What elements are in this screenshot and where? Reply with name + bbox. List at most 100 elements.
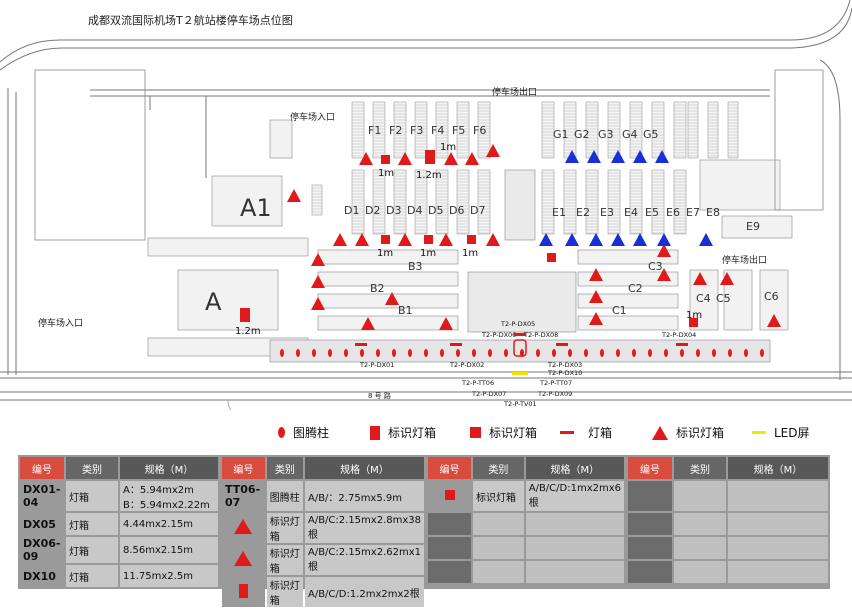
zone-D1: D1 xyxy=(344,204,359,217)
row-code: DX01-04 xyxy=(20,481,64,511)
zone-F5: F5 xyxy=(452,124,465,137)
empty-cell xyxy=(473,513,524,535)
triangle-marker xyxy=(589,268,603,281)
empty-cell xyxy=(525,561,624,583)
zone-D4: D4 xyxy=(407,204,422,217)
legend-item: 标识灯箱 xyxy=(652,424,724,441)
parking-strip xyxy=(607,169,621,235)
zone-A: A xyxy=(205,288,222,316)
totem-marker xyxy=(760,349,764,357)
zone-F1: F1 xyxy=(368,124,381,137)
zone-G5: G5 xyxy=(643,128,659,141)
point-code: T2-P-DX08 xyxy=(523,331,558,339)
zone-F6: F6 xyxy=(473,124,486,137)
totem-marker xyxy=(504,349,508,357)
totem-marker xyxy=(696,349,700,357)
zone-G3: G3 xyxy=(598,128,614,141)
empty-cell xyxy=(728,481,828,511)
zone-C4: C4 xyxy=(696,292,711,305)
totem-marker xyxy=(296,349,300,357)
parking-strip xyxy=(651,169,665,235)
square-marker xyxy=(425,150,435,164)
legend-item: LED屏 xyxy=(752,424,810,441)
totem-marker xyxy=(600,349,604,357)
parking-strip xyxy=(727,101,739,159)
empty-cell xyxy=(674,513,726,535)
parking-strip xyxy=(629,169,643,235)
zone-A1: A1 xyxy=(240,194,272,222)
totem-marker xyxy=(392,349,396,357)
triangle-marker xyxy=(699,233,713,246)
triangle-marker xyxy=(361,317,375,330)
zone-C3: C3 xyxy=(648,260,663,273)
legend-label: 图腾柱 xyxy=(293,426,330,440)
dash-marker xyxy=(355,343,367,346)
legend-label: 标识灯箱 xyxy=(489,426,538,440)
zone-G4: G4 xyxy=(622,128,638,141)
row-spec: 4.44mx2.15m xyxy=(120,513,218,535)
dash-marker xyxy=(450,343,462,346)
parking-strip xyxy=(563,169,577,235)
parking-strip xyxy=(477,169,491,235)
triangle-icon xyxy=(234,551,253,566)
row-type: 标识灯箱 xyxy=(266,577,303,607)
row-type: 图腾柱 xyxy=(266,481,303,511)
parking-strips xyxy=(311,101,739,235)
zone-C2: C2 xyxy=(628,282,643,295)
triangle-marker xyxy=(633,150,647,163)
triangle-marker xyxy=(589,290,603,303)
square-icon xyxy=(444,489,455,500)
exit-label: 停车场出口 xyxy=(492,86,537,98)
parking-site-plan: A1 A B3 B2 B1 F1 F2 F3 F4 F5 F6 D1 D2 D3… xyxy=(0,0,852,410)
point-code-labels: T2-P-DX05 T2-P-DX06 T2-P-DX08 T2-P-DX01 … xyxy=(359,320,696,408)
point-code: T2-P-DX04 xyxy=(661,331,696,339)
entrance-label: 停车场入口 xyxy=(38,317,83,329)
empty-cell xyxy=(525,513,624,535)
point-code: T2-P-DX05 xyxy=(500,320,535,328)
zone-C1: C1 xyxy=(612,304,627,317)
triangle-marker xyxy=(657,268,671,281)
square-marker xyxy=(381,155,390,164)
triangle-marker xyxy=(565,150,579,163)
triangle-marker xyxy=(657,233,671,246)
row-code: DX05 xyxy=(20,513,64,535)
totem-marker xyxy=(664,349,668,357)
zone-E5: E5 xyxy=(645,206,659,219)
totem-marker xyxy=(472,349,476,357)
totem-marker xyxy=(744,349,748,357)
spec-line: B：5.94mx2.22m xyxy=(123,500,210,511)
row-code xyxy=(222,577,265,607)
row-type: 标识灯箱 xyxy=(266,513,303,543)
square-marker xyxy=(467,235,476,244)
spec-group-3: 编号 类别 规格（M） 标识灯箱 A/B/C/D:1mx2mx6根 xyxy=(426,455,626,585)
point-code: T2-P-DX02 xyxy=(449,361,484,369)
col-header-code: 编号 xyxy=(428,457,471,479)
triangle-marker xyxy=(767,314,781,327)
totem-marker xyxy=(680,349,684,357)
zone-G1: G1 xyxy=(553,128,569,141)
zone-D5: D5 xyxy=(428,204,443,217)
col-header-type: 类别 xyxy=(266,457,303,479)
dim-label: 1m xyxy=(420,248,436,259)
page-title: 成都双流国际机场T２航站楼停车场点位图 xyxy=(88,14,293,27)
dimension-labels: 1m 1m 1.2m 1m 1m 1m 1m 1.2m xyxy=(235,142,702,337)
empty-cell xyxy=(674,537,726,559)
totem-marker xyxy=(344,349,348,357)
totem-marker xyxy=(536,349,540,357)
legend-label: 标识灯箱 xyxy=(388,426,437,440)
empty-cell xyxy=(674,481,726,511)
zone-D2: D2 xyxy=(365,204,380,217)
totem-marker xyxy=(376,349,380,357)
row-spec: A/B/C:2.15mx2.62mx1根 xyxy=(304,545,424,575)
triangle-marker xyxy=(565,233,579,246)
road-outlines xyxy=(0,0,852,410)
col-header-spec: 规格（M） xyxy=(525,457,624,479)
triangle-marker xyxy=(398,152,412,165)
parking-strip xyxy=(541,169,555,235)
parking-strip xyxy=(585,169,599,235)
triangle-marker xyxy=(633,233,647,246)
zone-D6: D6 xyxy=(449,204,464,217)
square-marker xyxy=(424,235,433,244)
row-code: TT06-07 xyxy=(222,481,265,511)
parking-strip xyxy=(673,169,687,235)
